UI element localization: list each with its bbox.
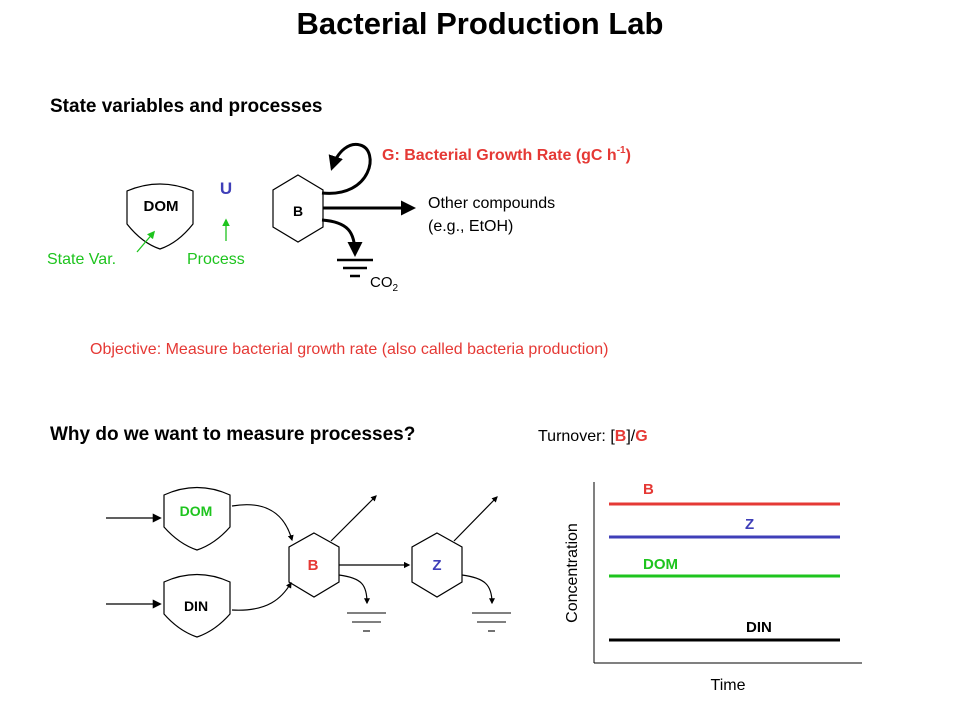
dom-to-b-arrow-icon (231, 504, 294, 542)
din-food-web-node: DIN (163, 573, 231, 638)
b-respiration-arrow-icon (338, 574, 370, 605)
bacteria-b-node: B (272, 174, 324, 243)
state-var-arrow-icon (136, 230, 156, 253)
series-label-dom: DOM (643, 556, 678, 573)
series-label-z: Z (745, 516, 754, 533)
dom-bottom-label: DOM (180, 503, 213, 519)
objective-text: Objective: Measure bacterial growth rate… (90, 341, 608, 358)
dom-label: DOM (144, 198, 179, 215)
din-to-b-arrow-icon (231, 581, 292, 611)
series-label-b: B (643, 481, 654, 498)
z-outflow-arrow-icon (453, 496, 498, 542)
ground-symbol-icon (337, 258, 373, 278)
z-ground-symbol-icon (472, 612, 511, 632)
growth-curved-arrow-icon (321, 142, 372, 195)
series-label-din: DIN (746, 619, 772, 636)
z-label: Z (432, 557, 441, 574)
section2-heading: Why do we want to measure processes? (50, 424, 415, 445)
growth-rate-label: G: Bacterial Growth Rate (gC h-1) (382, 145, 631, 164)
din-bottom-label: DIN (184, 598, 208, 614)
zooplankton-z-node: Z (411, 532, 463, 598)
process-u-label: U (220, 179, 232, 198)
chart-y-label: Concentration (564, 523, 581, 623)
process-label: Process (187, 251, 245, 268)
bacteria-b-bottom-node: B (288, 532, 340, 598)
co2-label: CO2 (370, 274, 399, 294)
b-ground-symbol-icon (347, 612, 386, 632)
turnover-formula: Turnover: [B]/G (538, 428, 648, 445)
z-respiration-arrow-icon (461, 574, 495, 605)
dom-state-variable: DOM (126, 183, 194, 250)
section1-heading: State variables and processes (50, 96, 322, 117)
dom-food-web-node: DOM (163, 486, 231, 551)
page-title: Bacterial Production Lab (297, 6, 664, 41)
concentration-chart: Concentration Time B Z DOM DIN (564, 481, 862, 694)
respiration-arrow-icon (321, 218, 363, 257)
other-compounds-line1: Other compounds (428, 195, 555, 212)
other-compounds-line2: (e.g., EtOH) (428, 218, 513, 235)
b-label: B (293, 203, 303, 219)
chart-x-label: Time (711, 677, 746, 694)
b-bottom-label: B (308, 557, 319, 574)
state-var-label: State Var. (47, 251, 116, 268)
b-outflow-arrow-icon (330, 495, 377, 542)
